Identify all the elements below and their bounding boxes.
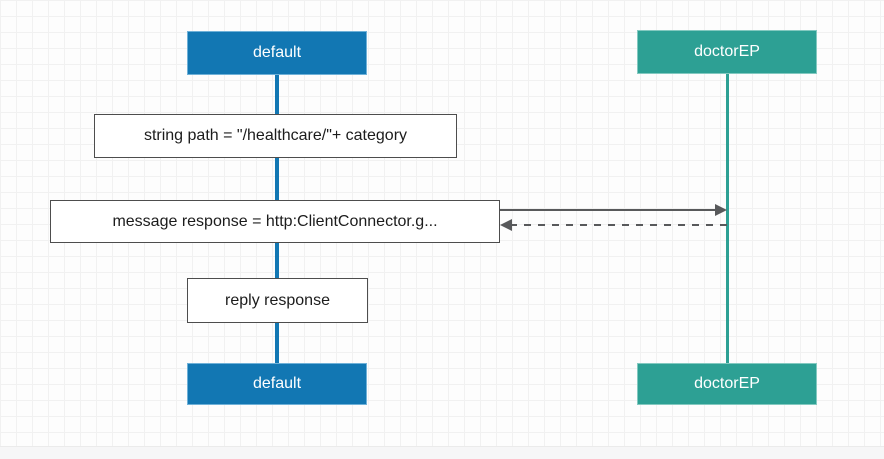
canvas-edge-strip <box>0 446 884 459</box>
lifeline-default-label: default <box>252 44 302 61</box>
lifeline-header-default-top[interactable]: default <box>187 31 367 75</box>
invocation-arrows[interactable] <box>499 200 729 242</box>
statement-variable-def[interactable]: string path = "/healthcare/"+ category <box>94 114 457 158</box>
lifeline-footer-doctorep-bottom[interactable]: doctorEP <box>637 363 817 405</box>
lifeline-header-doctorep-top[interactable]: doctorEP <box>637 30 817 74</box>
statement-reply-label: reply response <box>225 291 330 309</box>
arrowhead-left-icon <box>500 219 512 231</box>
lifeline-doctorep-label-bottom: doctorEP <box>694 375 760 392</box>
statement-variable-def-label: string path = "/healthcare/"+ category <box>143 127 408 144</box>
invoke-arrow-right[interactable] <box>500 204 727 216</box>
statement-reply[interactable]: reply response <box>187 278 368 323</box>
statement-action-invocation-label: message response = http:ClientConnector.… <box>112 212 438 230</box>
lifeline-doctorep-label: doctorEP <box>694 43 760 60</box>
statement-action-invocation[interactable]: message response = http:ClientConnector.… <box>50 200 500 243</box>
lifeline-footer-default-bottom[interactable]: default <box>187 363 367 405</box>
arrowhead-right-icon <box>715 204 727 216</box>
lifeline-doctorep-line <box>726 70 729 366</box>
return-arrow-left[interactable] <box>500 219 727 231</box>
lifeline-default-label-bottom: default <box>252 375 302 392</box>
